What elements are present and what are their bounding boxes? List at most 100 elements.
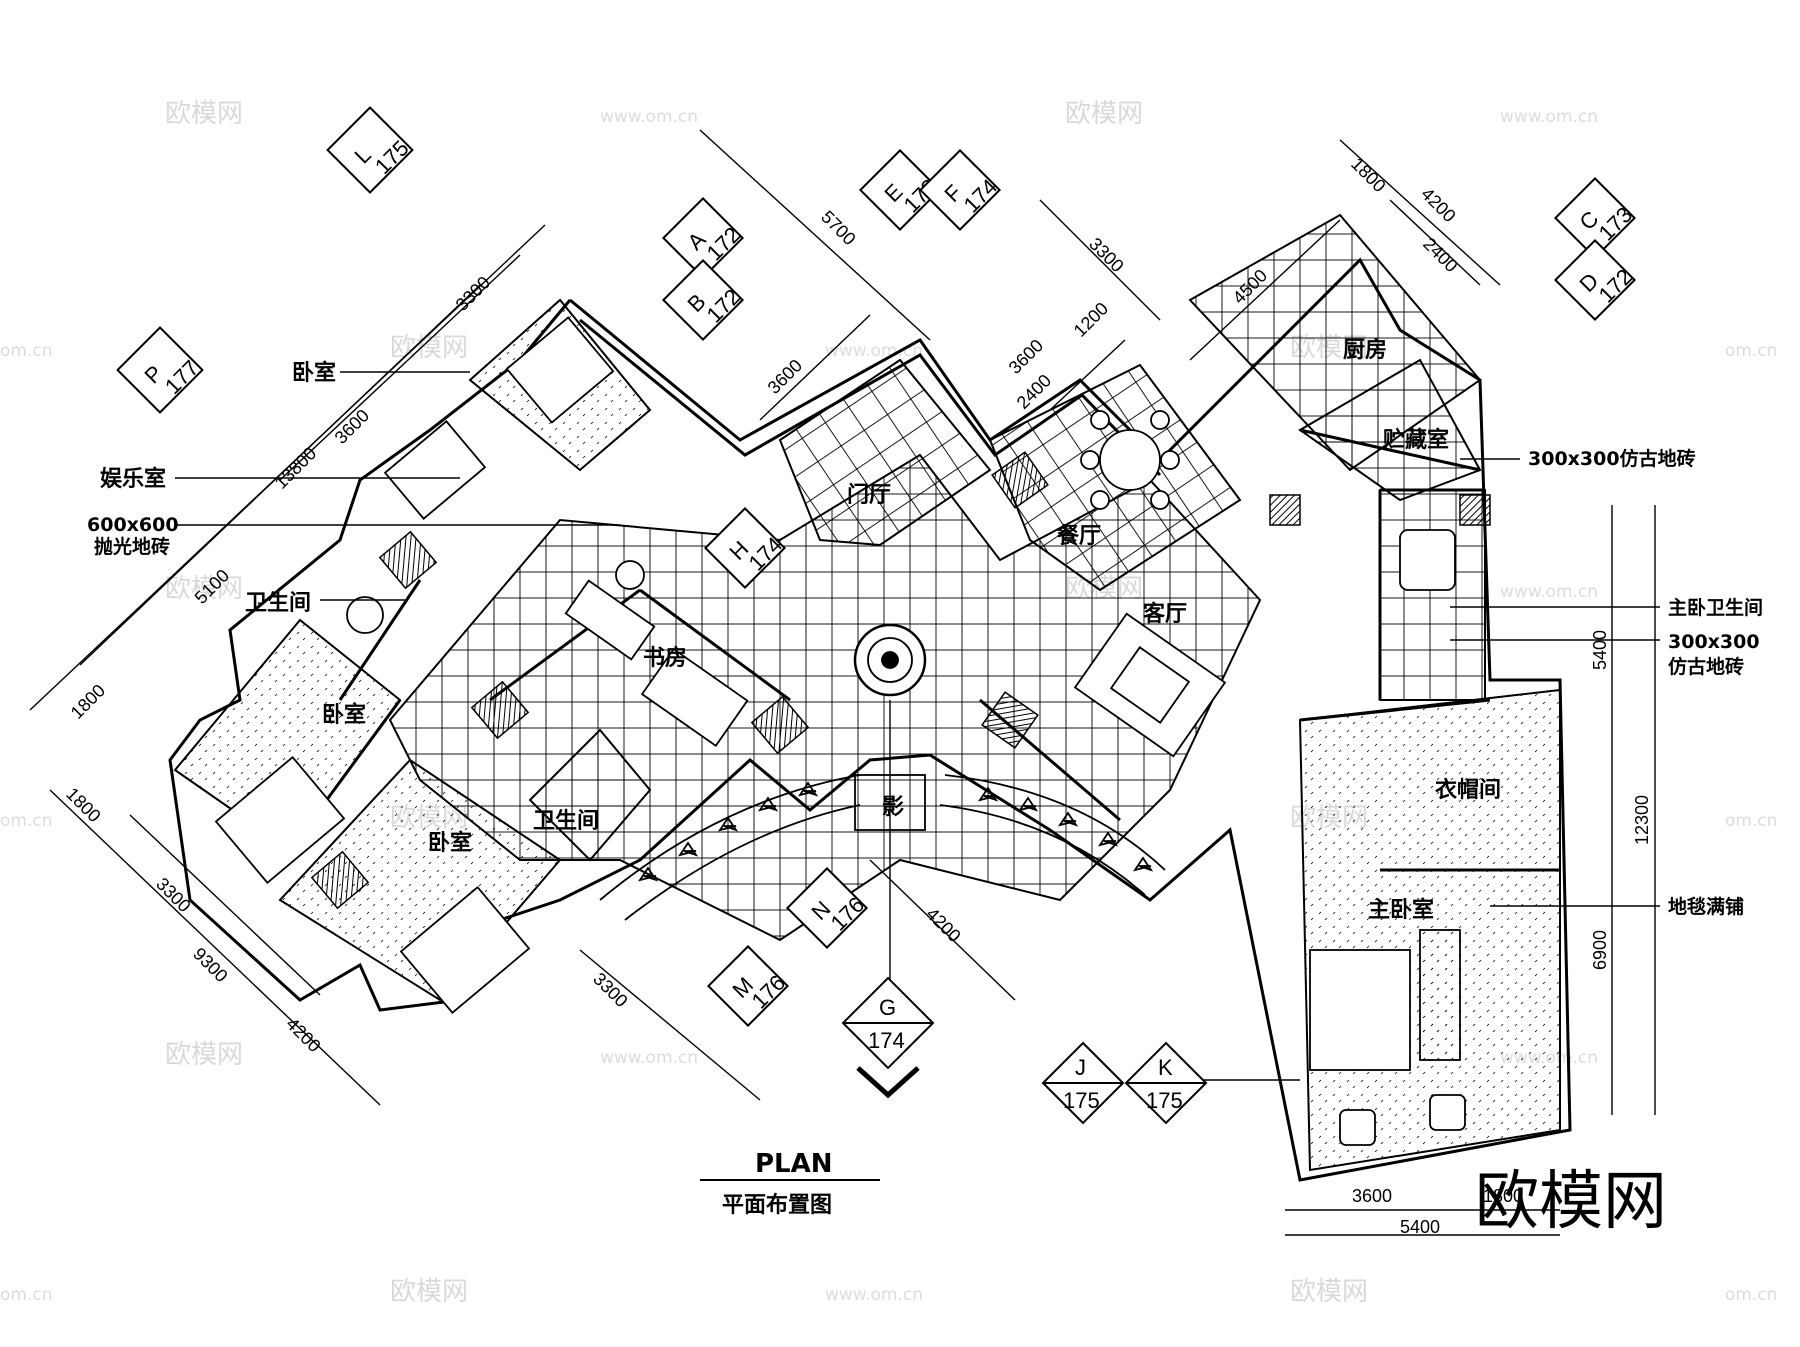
svg-text:K: K [1158, 1055, 1173, 1080]
svg-text:175: 175 [1063, 1088, 1100, 1113]
planter-terrace [599, 774, 1166, 921]
dim-label: 4200 [1417, 184, 1459, 226]
dim-label: 3600 [331, 405, 373, 447]
note-tile-600-material: 抛光地砖 [94, 535, 170, 558]
room-label-study: 书房 [643, 645, 687, 671]
note-master-bath: 主卧卫生间 [1668, 596, 1763, 619]
watermark: 欧模网 [165, 99, 243, 129]
dim-label: 5400 [1400, 1217, 1440, 1237]
svg-text:175: 175 [1146, 1088, 1183, 1113]
inner-wall [579, 318, 1162, 477]
section-tag-F: F 174 [918, 148, 1002, 232]
bathtub [1399, 529, 1456, 591]
plan-title: PLAN [755, 1149, 833, 1179]
room-label-bedroom-2: 卧室 [322, 702, 366, 728]
outer-wall [168, 257, 1572, 1182]
dim-label: 12300 [1632, 795, 1652, 845]
watermark-url: om.cn [1725, 1285, 1778, 1305]
plan-title-block: PLAN 平面布置图 [700, 1149, 880, 1218]
dim-label: 3300 [1085, 234, 1127, 276]
section-tag-J: J 175 [1041, 1041, 1125, 1125]
section-tag-G: G 174 [841, 976, 935, 1099]
room-label-master-bedroom: 主卧室 [1368, 897, 1434, 923]
dimension-lines [29, 129, 1660, 1236]
dim-label: 5400 [1590, 630, 1610, 670]
walls [168, 257, 1572, 1182]
watermark-url: om.cn [0, 341, 53, 361]
furniture [214, 316, 1466, 1146]
note-tile-300-size: 300x300 [1668, 631, 1760, 653]
watermark: 欧模网 [1065, 99, 1143, 129]
watermark-url: om.cn [0, 811, 53, 831]
note-tile-600-size: 600x600 [87, 514, 179, 536]
columns [310, 451, 1491, 910]
section-tag-L: L 175 [326, 106, 414, 194]
watermark-url: www.om.cn [600, 1048, 698, 1068]
watermark: 欧模网 [165, 574, 243, 604]
note-tile-300-material: 仿古地砖 [1668, 655, 1744, 678]
room-labels: 卧室 娱乐室 卫生间 卧室 卧室 卫生间 书房 门厅 餐厅 客厅 厨房 贮藏室 … [100, 337, 1501, 923]
room-label-closet: 衣帽间 [1435, 777, 1501, 803]
dim-label: 1200 [1070, 298, 1112, 340]
dim-label: 9300 [189, 944, 231, 986]
section-tags: L 175 P 177 A 172 B 172 E 173 F 17 [116, 106, 1637, 1125]
dim-label: 6900 [1590, 930, 1610, 970]
watermark: 欧模网 [1290, 1277, 1368, 1307]
room-label-storage: 贮藏室 [1383, 427, 1449, 453]
section-tag-M: M 176 [706, 944, 790, 1028]
watermark-url: www.om.cn [600, 107, 698, 127]
section-tag-B: B 172 [661, 258, 745, 342]
dim-label: 4200 [282, 1014, 324, 1056]
watermark-url: om.cn [1725, 811, 1778, 831]
room-label-bathroom-1: 卫生间 [245, 591, 311, 616]
watermark: 欧模网 [390, 1277, 468, 1307]
dim-label: 1800 [67, 680, 109, 722]
note-carpet: 地毯满铺 [1668, 895, 1744, 918]
dim-label: 2400 [1419, 234, 1461, 276]
brand-watermark: 欧模网 [1475, 1165, 1667, 1239]
watermark-url: www.om.cn [1500, 107, 1598, 127]
dim-label: 4200 [922, 904, 964, 946]
room-label-bathroom-2: 卫生间 [533, 809, 599, 834]
dim-label: 1800 [1347, 154, 1389, 196]
dim-label: 3600 [764, 355, 806, 397]
material-notes: 600x600 抛光地砖 300x300仿古地砖 主卧卫生间 300x300 仿… [87, 447, 1763, 918]
plant [637, 781, 1154, 882]
room-label-bedroom-3: 卧室 [428, 830, 472, 856]
inner-wall [338, 579, 422, 701]
master-bed [1309, 949, 1411, 1071]
watermark: 欧模网 [165, 1040, 243, 1070]
round-dining-table [1099, 429, 1161, 491]
inner-wall [1299, 698, 1491, 722]
svg-text:J: J [1075, 1055, 1086, 1080]
room-label-foyer: 门厅 [847, 482, 891, 508]
dim-label: 13800 [271, 443, 321, 493]
dim-label: 1800 [1483, 1186, 1523, 1206]
watermark-url: om.cn [0, 1285, 53, 1305]
room-label-screen: 影 [882, 795, 904, 820]
room-label-kitchen: 厨房 [1343, 337, 1387, 363]
watermark-url: www.om.cn [825, 341, 923, 361]
watermark-url: om.cn [1725, 341, 1778, 361]
section-tag-K: K 175 [1124, 1041, 1208, 1125]
section-tag-P: P 177 [116, 326, 204, 414]
svg-text:G: G [879, 995, 896, 1020]
dim-label: 3600 [1352, 1186, 1392, 1206]
watermark-url: www.om.cn [825, 1285, 923, 1305]
watermark-url: www.om.cn [1500, 582, 1598, 602]
svg-text:174: 174 [868, 1028, 905, 1053]
room-label-living: 客厅 [1143, 601, 1187, 627]
dim-label: 3300 [589, 969, 631, 1011]
inner-wall [1299, 428, 1481, 472]
section-tag-H: H 174 [703, 506, 787, 590]
section-tag-D: D 172 [1553, 238, 1637, 322]
study-desk [640, 647, 749, 748]
bathroom-2-floor [528, 728, 652, 862]
room-label-entertainment: 娱乐室 [100, 466, 166, 492]
plan-subtitle: 平面布置图 [722, 1192, 832, 1218]
room-label-bedroom-1: 卧室 [292, 360, 336, 386]
dim-label: 1800 [62, 784, 104, 826]
inner-wall [639, 588, 791, 702]
room-label-dining: 餐厅 [1057, 524, 1101, 549]
